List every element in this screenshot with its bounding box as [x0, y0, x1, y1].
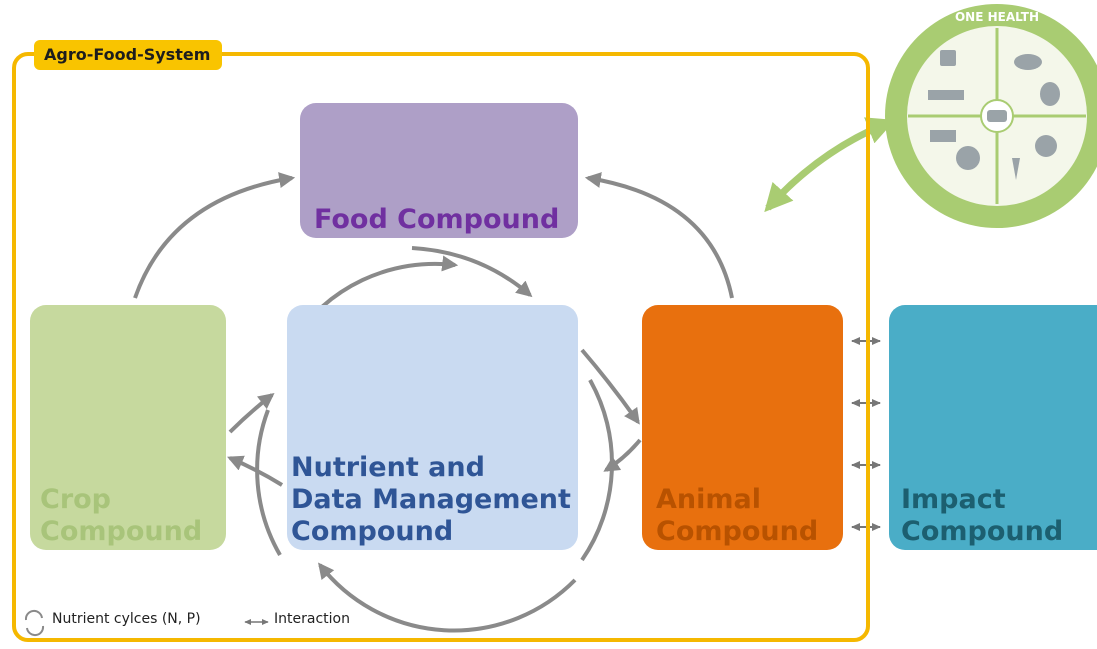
nutrient-label-line: Compound [291, 516, 454, 547]
cow-icon [1014, 54, 1042, 70]
impact-compound-label: Impact Compound [901, 484, 1063, 548]
health-cross-icon [940, 50, 956, 66]
animal-label-line: Animal [656, 484, 761, 515]
arrow-animal-to-nutrient [603, 438, 642, 472]
agro-food-system-frame [12, 52, 870, 642]
crop-label-line: Crop [40, 484, 112, 515]
animal-compound-box: Animal Compound [642, 305, 843, 550]
food-label-line: Food Compound [314, 204, 560, 235]
impact-compound-box: Impact Compound [889, 305, 1097, 550]
one-health-link-arrow [764, 117, 896, 213]
cycle-arrows [133, 172, 734, 487]
impact-label-line: Impact [901, 484, 1006, 515]
system-title: Agro-Food-System [34, 40, 223, 70]
animal-compound-label: Animal Compound [656, 484, 818, 548]
arrow-food-to-nutrient [411, 246, 533, 298]
nutrient-compound-label: Nutrient and Data Management Compound [291, 452, 571, 548]
legend-cycles-text: Nutrient cylces (N, P) [52, 611, 201, 627]
one-health-emblem: ONE HEALTH [764, 4, 1097, 228]
food-compound-box: Food Compound [300, 103, 578, 238]
chicken-icon [1040, 82, 1060, 106]
crop-label-line: Compound [40, 516, 203, 547]
environment-icon [930, 130, 956, 142]
arrow-crop-to-food [133, 172, 296, 299]
arrow-animal-to-food [584, 172, 734, 299]
one-health-title: ONE HEALTH [955, 10, 1039, 24]
nutrient-label-line: Nutrient and [291, 452, 485, 483]
people-icon [928, 90, 964, 100]
apple-icon [1035, 135, 1057, 157]
arrow-nutrient-to-crop [227, 455, 284, 487]
arrow-nutrient-to-animal [580, 348, 640, 425]
animal-label-line: Compound [656, 516, 819, 547]
food-compound-label: Food Compound [314, 204, 559, 236]
nutrient-label-line: Data Management [291, 484, 571, 515]
arrow-crop-to-nutrient [228, 393, 275, 434]
tractor-icon [987, 110, 1007, 122]
legend-interaction-text: Interaction [274, 611, 350, 627]
wheat-icon [1012, 158, 1020, 180]
nutrient-data-compound-box: Nutrient and Data Management Compound [287, 305, 578, 550]
crop-compound-label: Crop Compound [40, 484, 202, 548]
crop-compound-box: Crop Compound [30, 305, 226, 550]
tree-icon [956, 146, 980, 170]
impact-label-line: Compound [901, 516, 1064, 547]
